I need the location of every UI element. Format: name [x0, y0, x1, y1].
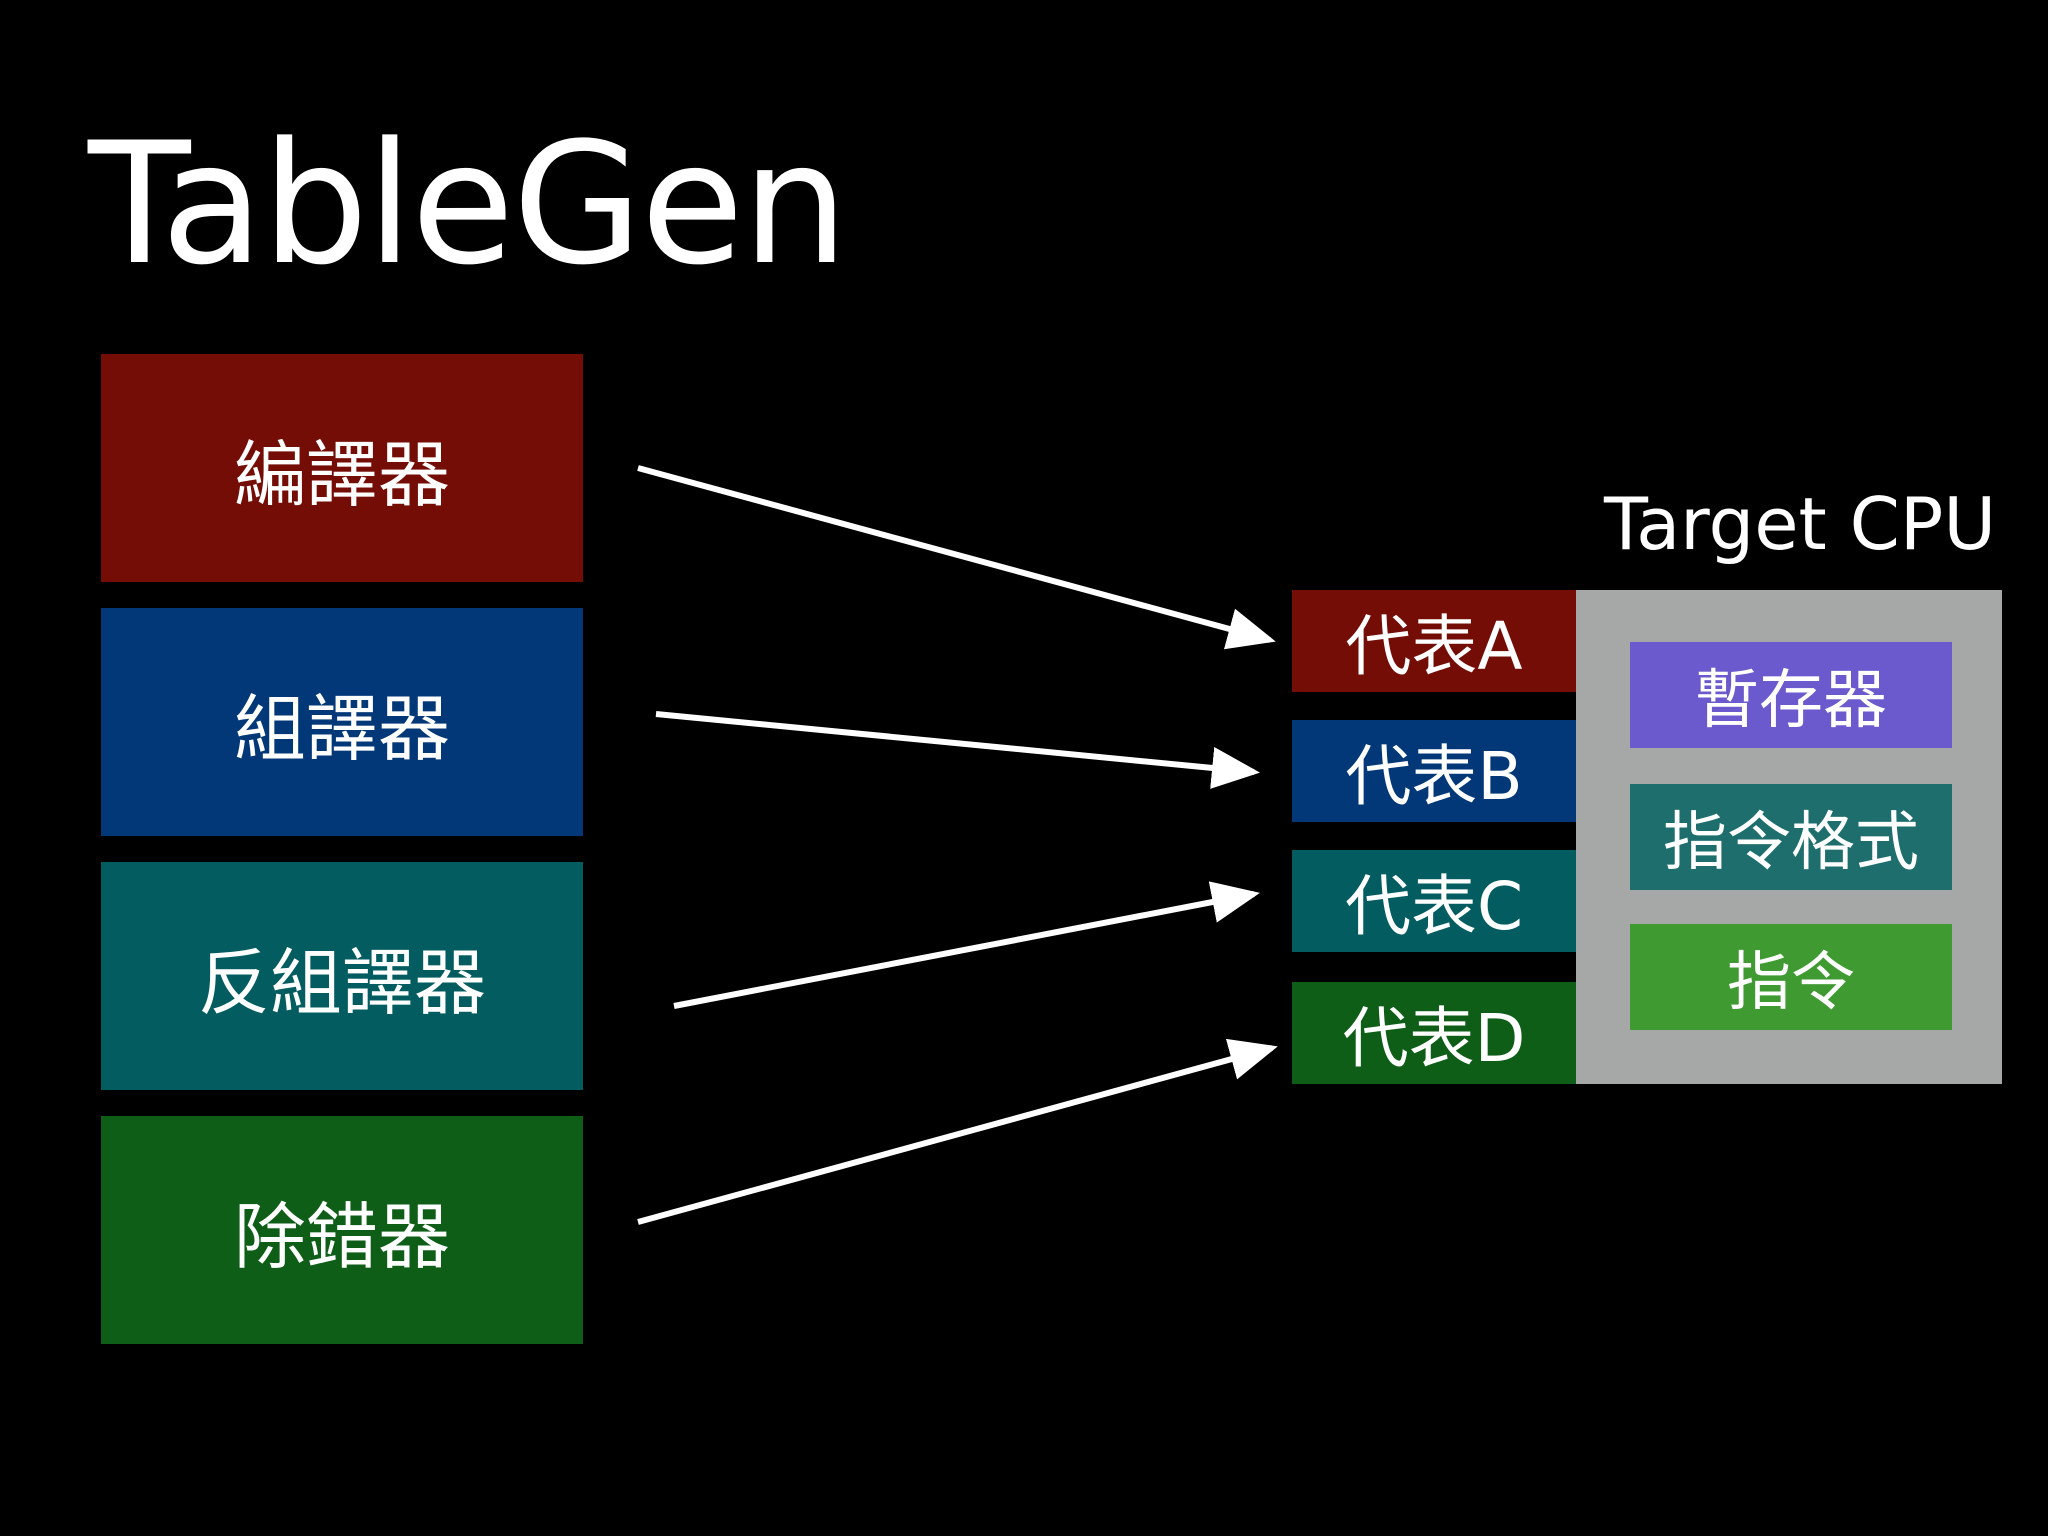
instruction-format-box: 指令格式: [1630, 784, 1952, 890]
debugger-label: 除錯器: [233, 1194, 450, 1279]
assembler-label: 組譯器: [233, 686, 450, 771]
target-cpu-label: Target CPU: [1604, 482, 1997, 566]
arrow-compiler-to-rep-a: [637, 465, 1276, 650]
page-title: TableGen: [88, 106, 848, 302]
disassembler-box: 反組譯器: [101, 862, 583, 1090]
assembler-box: 組譯器: [101, 608, 583, 836]
rep-a-label: 代表A: [1345, 608, 1523, 685]
disassembler-label: 反組譯器: [197, 940, 486, 1025]
arrow-assembler-to-rep-b: [655, 711, 1260, 789]
instructions-label: 指令: [1727, 946, 1855, 1020]
rep-a-box: 代表A: [1292, 590, 1576, 692]
compiler-box: 編譯器: [101, 354, 583, 582]
arrow-disassembler-to-rep-c: [673, 881, 1260, 1009]
rep-d-label: 代表D: [1342, 1000, 1526, 1077]
compiler-label: 編譯器: [233, 432, 450, 517]
instructions-box: 指令: [1630, 924, 1952, 1030]
rep-c-box: 代表C: [1292, 850, 1576, 952]
debugger-box: 除錯器: [101, 1116, 583, 1344]
arrow-debugger-to-rep-d: [637, 1038, 1278, 1225]
rep-b-label: 代表B: [1345, 738, 1523, 815]
registers-label: 暫存器: [1695, 664, 1887, 738]
rep-c-label: 代表C: [1344, 868, 1524, 945]
rep-d-box: 代表D: [1292, 982, 1576, 1084]
instruction-format-label: 指令格式: [1663, 806, 1919, 880]
registers-box: 暫存器: [1630, 642, 1952, 748]
rep-b-box: 代表B: [1292, 720, 1576, 822]
